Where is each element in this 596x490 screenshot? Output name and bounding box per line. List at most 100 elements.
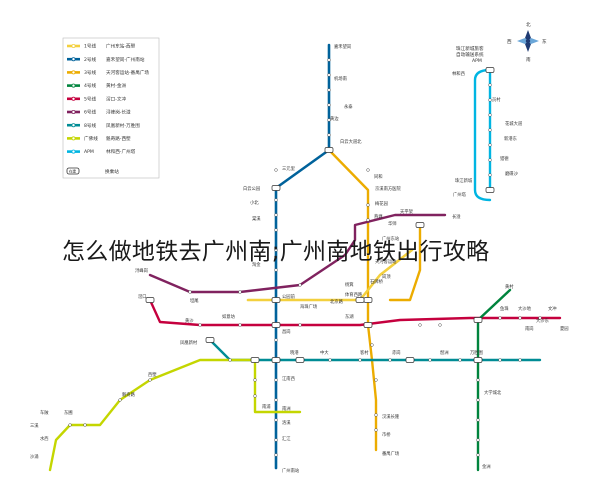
- station-node: [274, 198, 278, 202]
- apm-header: 珠江新城旅客 自动输送系统 APM: [456, 45, 484, 64]
- interchange-icon: [355, 297, 365, 303]
- station-label: 南岗: [525, 325, 534, 332]
- compass-east: 东: [542, 38, 547, 45]
- station-label: 洛溪: [282, 419, 291, 426]
- legend-interchange-closed: 在建: [69, 169, 76, 174]
- station-label: 车陂: [40, 409, 49, 416]
- interchange-icon: [271, 322, 281, 328]
- interchange-icon: [66, 167, 80, 175]
- compass-south: 南: [526, 56, 531, 63]
- interchange-icon: [473, 317, 483, 323]
- station-node: [274, 398, 278, 402]
- station-label: 燕塘: [374, 213, 383, 220]
- station-node: [388, 358, 392, 362]
- station-label: 赤岗: [392, 350, 401, 356]
- interchange-icon: [363, 297, 373, 303]
- station-label: 大沙地: [518, 305, 532, 312]
- metro-stations: [68, 58, 542, 457]
- interchange-icon: [485, 67, 495, 73]
- legend-swatch-dot: [71, 149, 76, 154]
- station-label: 磨碟沙: [505, 170, 519, 177]
- station-label: 琶洲: [440, 350, 449, 356]
- legend-line-route: 滘口-文冲: [106, 95, 126, 102]
- station-label: 广州塔: [453, 191, 467, 198]
- station-label: 西塱: [148, 371, 157, 378]
- station-node: [418, 323, 422, 327]
- legend-swatch-dot: [71, 83, 76, 88]
- station-label: 花城大道: [505, 120, 523, 127]
- station-labels: 嘉禾望岗机场南白云大道北同和京溪南方医院梅花园燕塘天河客运站广州东站三元里白云公…: [30, 43, 569, 474]
- station-label: 岗顶: [382, 274, 391, 280]
- station-node: [327, 133, 331, 137]
- legend-line-route: 广州东站-西塱: [106, 43, 136, 50]
- apm-header-line3: APM: [472, 58, 482, 64]
- compass-west: 西: [507, 39, 512, 45]
- interchange-icon: [363, 322, 373, 328]
- station-label: 大沙东: [536, 317, 550, 324]
- station-node: [274, 228, 278, 232]
- station-label: 汇江: [282, 435, 291, 442]
- station-label: 白云大道北: [340, 138, 362, 145]
- station-label: 北京路: [330, 298, 344, 305]
- legend-line-route: 凤凰新村-万胜围: [106, 122, 140, 129]
- legend-item: 1号线 广州东站-西塱: [67, 43, 136, 50]
- line-6: [148, 213, 447, 294]
- station-node: [374, 428, 378, 432]
- legend-item: 3号线 天河客运站-番禺广场: [67, 69, 149, 76]
- station-node: [327, 118, 331, 122]
- station-node: [366, 218, 370, 222]
- station-node: [274, 168, 278, 172]
- station-node: [118, 398, 122, 402]
- station-label: 东湖: [345, 313, 354, 320]
- station-node: [274, 213, 278, 217]
- station-label: 黄沙: [185, 317, 194, 324]
- legend-swatch-dot: [71, 110, 76, 115]
- station-label: 如意坊: [222, 313, 236, 320]
- legend-line-route: 天河客运站-番禺广场: [106, 69, 149, 76]
- line-3-branch: [388, 223, 422, 302]
- station-label: 长湴: [452, 213, 461, 220]
- station-label: 大学城北: [484, 389, 502, 396]
- station-node: [488, 128, 492, 132]
- station-label: 夏园: [560, 326, 569, 332]
- station-label: 金洲: [482, 463, 491, 470]
- station-label: 公园前: [282, 293, 296, 300]
- station-label: 体育西路: [345, 291, 363, 298]
- legend-line-code: 8号线: [84, 122, 97, 129]
- legend-swatch-dot: [71, 57, 76, 62]
- legend: 1号线广州东站-西塱2号线嘉禾望岗-广州南站3号线天河客运站-番禺广场4号线黄村…: [62, 37, 160, 179]
- station-label: 广州东站: [382, 235, 400, 242]
- legend-line-code: 1号线: [84, 43, 97, 50]
- station-node: [428, 358, 432, 362]
- station-label: 棠溪: [252, 215, 261, 222]
- station-node: [488, 83, 492, 87]
- line-8: [208, 338, 542, 362]
- station-node: [274, 378, 278, 382]
- station-label: 晓港: [290, 349, 299, 356]
- station-node: [298, 283, 302, 287]
- station-node: [188, 290, 192, 294]
- legend-line-code: 3号线: [84, 69, 97, 76]
- page-title: 怎么做地铁去广州南;广州南地铁出行攻略: [62, 239, 490, 265]
- station-label: 沙涌: [30, 453, 39, 460]
- line-guangfo: [48, 358, 302, 472]
- apm-header-line2: 自动输送系统: [456, 51, 484, 58]
- station-node: [274, 453, 278, 457]
- station-node: [438, 323, 442, 327]
- station-node: [518, 316, 522, 320]
- station-node: [476, 453, 480, 457]
- interchange-icon: [295, 357, 305, 363]
- interchange-icon: [205, 337, 215, 343]
- station-node: [327, 88, 331, 92]
- station-node: [538, 316, 542, 320]
- station-label: 文冲: [548, 305, 557, 312]
- station-node: [198, 323, 202, 327]
- line-4: [476, 288, 512, 472]
- station-label: 滘口: [138, 293, 147, 300]
- station-node: [518, 358, 522, 362]
- station-node: [358, 358, 362, 362]
- station-label: 黄边: [330, 115, 339, 122]
- legend-line-route: 浔峰岗-长湴: [106, 109, 131, 116]
